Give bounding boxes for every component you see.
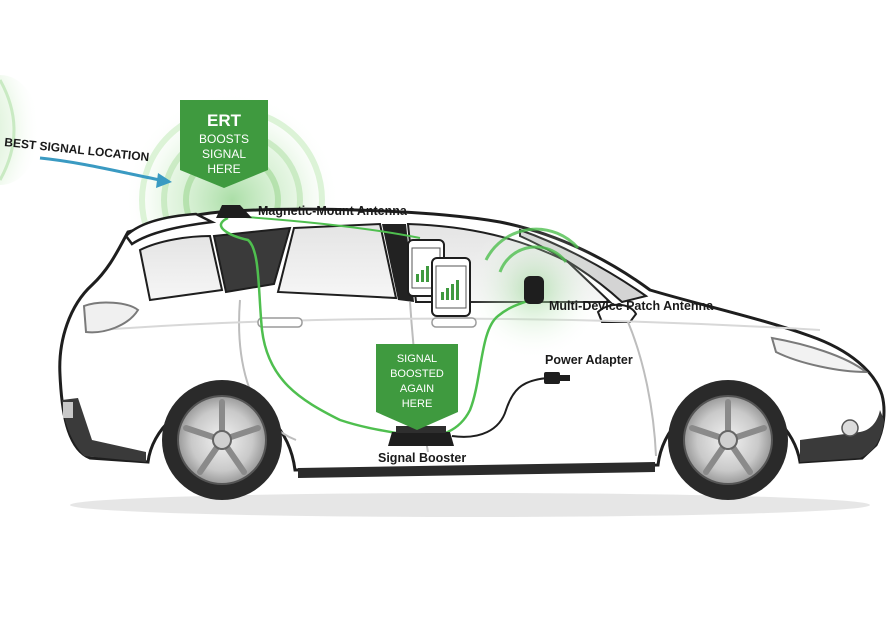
rear-door-handle: [257, 317, 303, 328]
rear-bumper-trim: [62, 398, 146, 462]
boosted-badge-line1: SIGNAL: [397, 353, 437, 365]
rear-door-window: [276, 222, 398, 300]
best-signal-arrow: [39, 156, 172, 188]
magnetic-mount-antenna: [216, 205, 252, 218]
boosted-badge-line3: AGAIN: [400, 383, 434, 395]
ert-badge-line1: ERT: [207, 111, 242, 130]
magnetic-mount-antenna-label: Magnetic-Mount Antenna: [258, 204, 408, 218]
boosted-badge-line2: BOOSTED: [390, 368, 444, 380]
ert-badge-line3: SIGNAL: [202, 147, 246, 161]
ert-badge-line4: HERE: [207, 162, 240, 176]
tail-light: [82, 301, 140, 334]
antenna-cable: [219, 216, 531, 439]
phone-front: [431, 257, 471, 317]
power-adapter-label: Power Adapter: [545, 353, 633, 367]
body-crease: [99, 317, 821, 331]
signal-boosted-badge: SIGNAL BOOSTED AGAIN HERE: [376, 344, 458, 430]
boosted-badge-line4: HERE: [402, 398, 433, 410]
power-cable: [451, 377, 549, 438]
rear-wheel: [162, 380, 282, 500]
ert-badge-line2: BOOSTS: [199, 132, 249, 146]
rear-window: [138, 234, 224, 302]
power-adapter-plug: [544, 372, 570, 384]
multi-device-patch-antenna-label: Multi-Device Patch Antenna: [549, 299, 714, 313]
antenna-cable-roof: [231, 215, 421, 239]
front-wheel: [668, 380, 788, 500]
patch-antenna-device: [524, 276, 544, 304]
door-line-front: [627, 321, 657, 457]
head-light: [770, 336, 869, 374]
ert-badge: ERT BOOSTS SIGNAL HERE: [180, 100, 268, 188]
lower-trim: [298, 462, 655, 478]
front-door-handle: [431, 317, 477, 328]
car-shadow: [70, 493, 870, 517]
front-bumper-trim: [800, 410, 884, 462]
b-pillar: [382, 224, 414, 302]
rear-spoiler: [124, 212, 217, 246]
fog-lamp: [841, 419, 859, 437]
rear-reflector: [63, 402, 73, 418]
left-signal-glow: [0, 75, 40, 185]
signal-booster-label: Signal Booster: [378, 451, 466, 465]
rear-quarter-window: [212, 226, 292, 294]
signal-booster-device: [388, 426, 454, 446]
